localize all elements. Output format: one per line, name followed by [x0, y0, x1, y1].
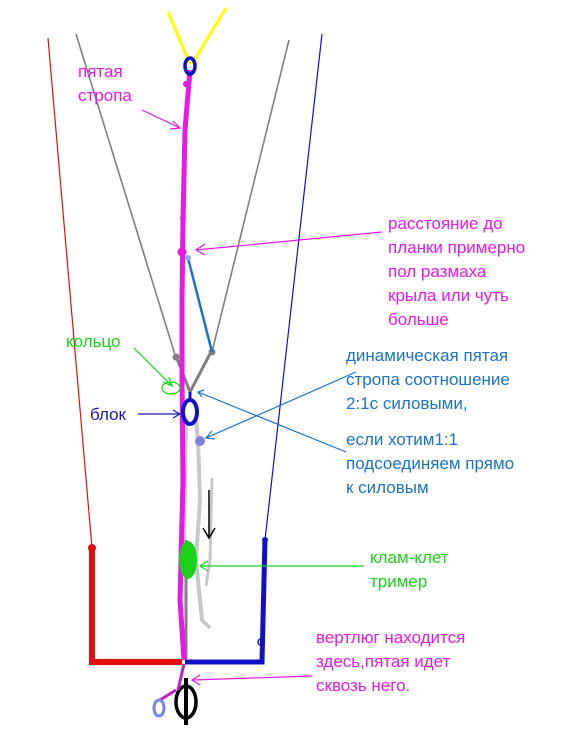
pointer-direct	[196, 389, 347, 453]
dynamic-line	[185, 255, 214, 353]
label-distance: расстояние до планки примерно пол размах…	[388, 214, 526, 329]
label-cleat: клам-клет тример	[370, 548, 449, 591]
label-dynamic: динамическая пятая стропа соотношение 2:…	[346, 346, 510, 413]
label-swivel: вертлюг находится здесь,пятая идет сквоз…	[316, 628, 466, 695]
label-ring: кольцо	[66, 332, 121, 351]
label-block: блок	[90, 405, 126, 424]
down-arrow	[202, 490, 216, 540]
pointer-swivel	[190, 674, 313, 686]
pointer-block	[138, 409, 182, 419]
swivel-icon	[152, 663, 198, 725]
right-power-line	[185, 33, 323, 665]
left-power-line	[47, 37, 182, 665]
trimmer-lines	[182, 417, 214, 630]
block-pulley-icon	[181, 392, 199, 426]
pointer-fifth-line	[141, 109, 182, 130]
bridle-top	[166, 7, 228, 65]
pointer-ring	[133, 347, 173, 388]
label-direct: если хотим1:1 подсоединяем прямо к силов…	[346, 430, 515, 497]
cleat-icon	[179, 541, 197, 579]
pointer-distance	[194, 231, 383, 256]
ring-icon	[183, 56, 197, 76]
label-fifth-line: пятая стропа	[78, 62, 132, 105]
pointer-dynamic	[204, 371, 357, 440]
fifth-line	[177, 69, 193, 661]
pointer-cleat	[198, 560, 364, 572]
